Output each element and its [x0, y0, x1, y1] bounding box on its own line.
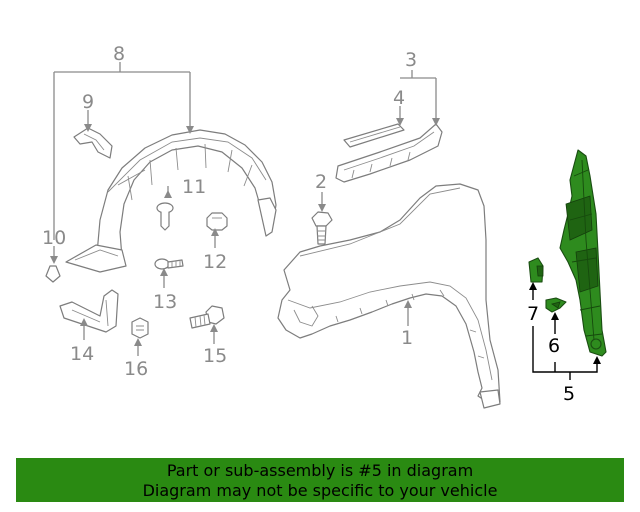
callout-3: 3: [405, 49, 417, 71]
callout-7: 7: [527, 303, 539, 325]
callout-10: 10: [42, 227, 66, 249]
nut-clip-part-16[interactable]: [131, 317, 149, 339]
callout-15: 15: [203, 345, 227, 367]
callout-14: 14: [70, 343, 94, 365]
callout-2: 2: [315, 171, 327, 193]
highlight-leader-lines: [529, 282, 601, 380]
banner-line-2: Diagram may not be specific to your vehi…: [142, 481, 498, 500]
nut-part-12[interactable]: [206, 212, 228, 231]
panel-part-5[interactable]: [559, 149, 607, 357]
callout-13: 13: [153, 291, 177, 313]
clip-part-10[interactable]: [45, 265, 61, 283]
fender-part-1[interactable]: [277, 183, 501, 409]
bolt-part-2[interactable]: [311, 211, 333, 245]
callout-9: 9: [82, 91, 94, 113]
bracket-part-7[interactable]: [528, 257, 544, 283]
leader-lines: [50, 62, 440, 356]
callout-4: 4: [393, 87, 405, 109]
callout-6: 6: [548, 335, 560, 357]
callout-12: 12: [203, 251, 227, 273]
callout-1: 1: [401, 327, 413, 349]
callout-8: 8: [113, 43, 125, 65]
bracket-part-9[interactable]: [73, 127, 113, 159]
fender-liner-part-8[interactable]: [65, 129, 277, 273]
callout-11: 11: [182, 176, 206, 198]
seal-part-3[interactable]: [335, 123, 443, 183]
callout-labels: 8 9 10 11 12 13 14 15 16 2 3 4 1 7 6 5: [42, 43, 575, 405]
callout-16: 16: [124, 358, 148, 380]
banner-line-1: Part or sub-assembly is #5 in diagram: [166, 461, 474, 480]
callout-5: 5: [563, 383, 575, 405]
push-clip-part-11[interactable]: [156, 202, 174, 231]
info-banner: Part or sub-assembly is #5 in diagram Di…: [16, 458, 624, 502]
bolt-part-15[interactable]: [189, 305, 225, 329]
seal-part-4[interactable]: [343, 123, 405, 148]
clip-part-6[interactable]: [545, 297, 567, 313]
screw-part-13[interactable]: [154, 258, 184, 270]
bracket-part-14[interactable]: [59, 289, 119, 333]
